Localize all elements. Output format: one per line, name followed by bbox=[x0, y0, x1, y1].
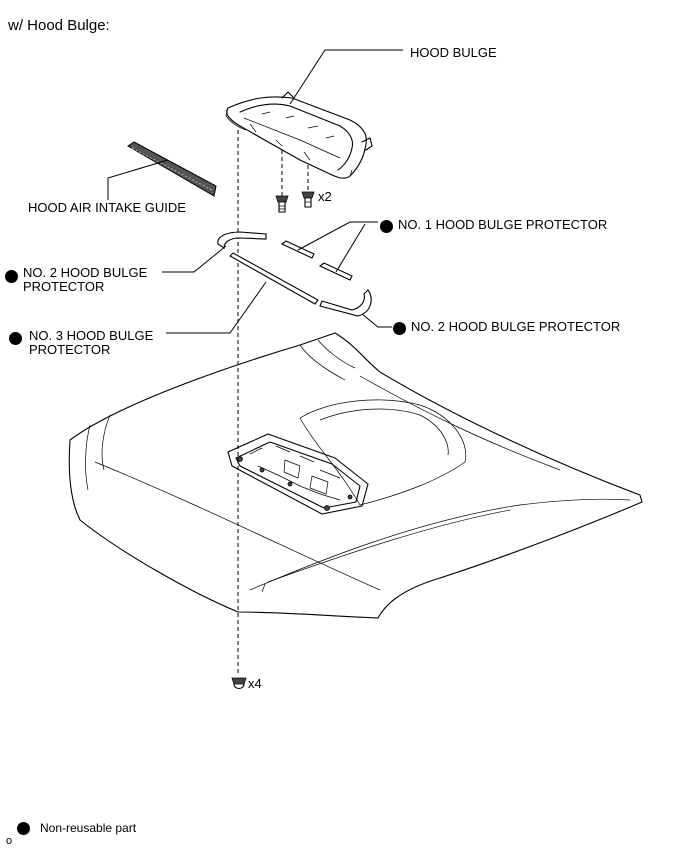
no3-protector-part bbox=[229, 252, 319, 305]
hood-bulge-part bbox=[225, 91, 373, 179]
no2-protector-left-part bbox=[217, 231, 267, 250]
label-no1-protector: NO. 1 HOOD BULGE PROTECTOR bbox=[398, 217, 608, 232]
non-reusable-dot-no2-right bbox=[393, 322, 406, 335]
no1-protector-part bbox=[280, 240, 353, 281]
legend-non-reusable-label: Non-reusable part bbox=[40, 821, 137, 835]
label-no2-protector-left-1: NO. 2 HOOD BULGE bbox=[23, 265, 148, 280]
corner-mark: o bbox=[6, 835, 13, 847]
non-reusable-dot-no3 bbox=[9, 332, 22, 345]
legend-non-reusable-dot bbox=[17, 822, 30, 835]
leader-lines bbox=[107, 49, 403, 334]
label-clips-upper-qty: x2 bbox=[318, 189, 332, 204]
hood-mount-frame bbox=[227, 433, 369, 515]
label-no3-protector-1: NO. 3 HOOD BULGE bbox=[29, 328, 154, 343]
hood-panel bbox=[68, 332, 643, 619]
no2-protector-right-part bbox=[319, 289, 372, 317]
label-hood-air-intake-guide: HOOD AIR INTAKE GUIDE bbox=[28, 200, 186, 215]
label-clips-lower-qty: x4 bbox=[248, 676, 262, 691]
clip-bottom bbox=[231, 677, 247, 690]
clip-right bbox=[301, 191, 315, 208]
label-no2-protector-left-2: PROTECTOR bbox=[23, 279, 105, 294]
label-hood-bulge: HOOD BULGE bbox=[410, 45, 497, 60]
page-heading: w/ Hood Bulge: bbox=[8, 17, 110, 34]
non-reusable-dot-no1 bbox=[380, 220, 393, 233]
label-no3-protector-2: PROTECTOR bbox=[29, 342, 111, 357]
label-no2-protector-right: NO. 2 HOOD BULGE PROTECTOR bbox=[411, 319, 621, 334]
hood-air-intake-guide-part bbox=[127, 141, 217, 197]
non-reusable-dot-no2-left bbox=[5, 270, 18, 283]
clip-left bbox=[275, 195, 289, 213]
